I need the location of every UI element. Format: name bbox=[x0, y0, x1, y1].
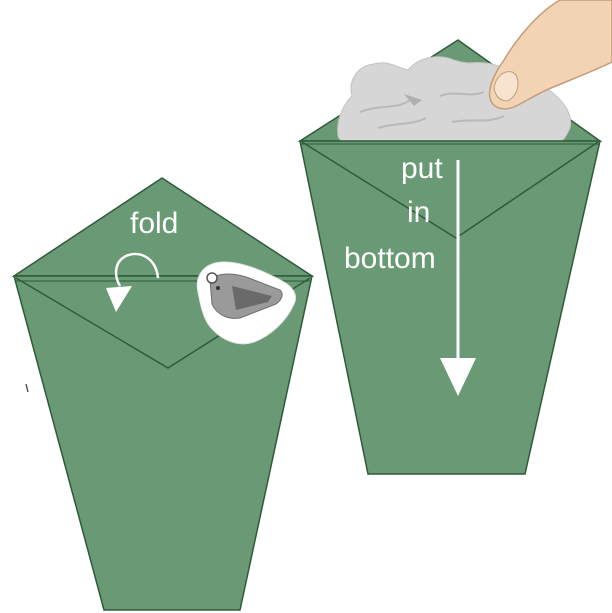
fold-label: fold bbox=[130, 209, 178, 239]
left-paper-cone bbox=[14, 178, 312, 610]
bottom-label: bottom bbox=[344, 244, 436, 274]
put-label: put bbox=[401, 154, 443, 184]
right-cone-body bbox=[300, 141, 600, 474]
in-label: in bbox=[407, 198, 430, 228]
stray-mark bbox=[26, 384, 28, 392]
